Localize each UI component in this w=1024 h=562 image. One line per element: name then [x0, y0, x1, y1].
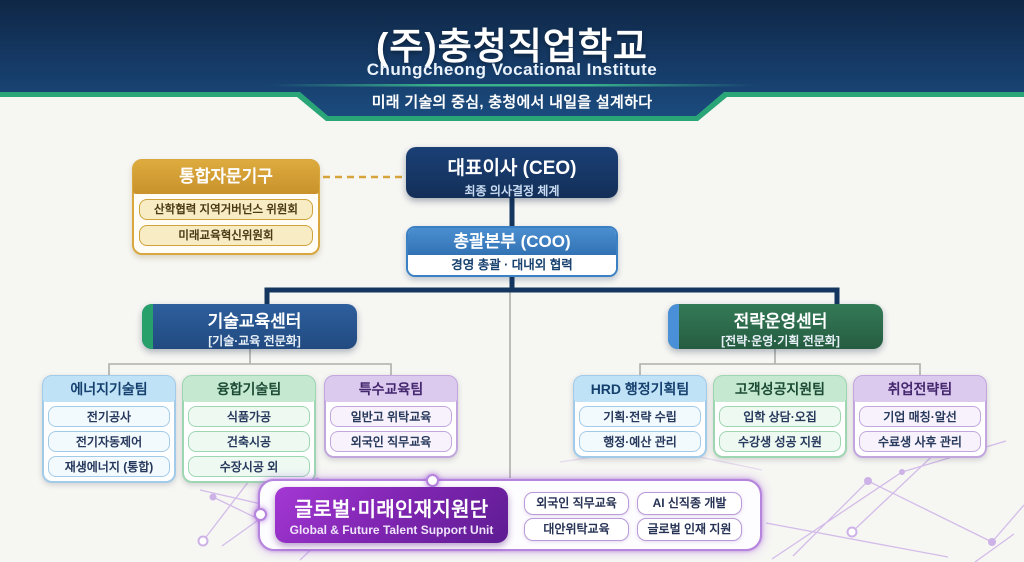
team-card-customer-success: 고객성공지원팀 입학 상담·오집 수강생 성공 지원	[713, 375, 847, 458]
team-title: 고객성공지원팀	[714, 376, 846, 402]
team-item: 일반고 위탁교육	[330, 406, 452, 427]
coo-node: 총괄본부 (COO) 경영 총괄 · 대내외 협력	[406, 226, 618, 277]
team-item: 전기공사	[48, 406, 170, 427]
team-item: 기업 매칭·알선	[859, 406, 981, 427]
team-item: 수료생 사후 관리	[859, 431, 981, 452]
center-node-tech-education: 기술교육센터 [기술·교육 전문화]	[142, 304, 357, 349]
advisory-node: 통합자문기구 산학협력 지역거버넌스 위원회 미래교육혁신위원회	[132, 159, 320, 255]
team-item: 입학 상담·오집	[719, 406, 841, 427]
global-item: 외국인 직무교육	[524, 492, 629, 515]
team-card-hrd-planning: HRD 행정기획팀 기획·전략 수립 행정·예산 관리	[573, 375, 707, 458]
header-banner-slogan: 미래 기술의 중심, 충청에서 내일을 설계하다	[371, 94, 653, 111]
global-unit-header: 글로벌·미래인재지원단 Global & Future Talent Suppo…	[275, 487, 508, 543]
team-card-energy: 에너지기술팀 전기공사 전기자동제어 재생에너지 (통합)	[42, 375, 176, 483]
global-unit-subtitle: Global & Future Talent Support Unit	[289, 523, 494, 537]
team-title: 융합기술팀	[183, 376, 315, 402]
team-item: 식품가공	[188, 406, 310, 427]
coo-title: 총괄본부 (COO)	[408, 228, 616, 255]
team-card-convergence: 융합기술팀 식품가공 건축시공 수장시공 외	[182, 375, 316, 483]
node-dot	[426, 474, 439, 487]
accent-strip	[668, 304, 679, 349]
global-unit-title: 글로벌·미래인재지원단	[294, 499, 489, 521]
header-band	[0, 0, 1024, 121]
ceo-subtitle: 최종 의사결정 체계	[464, 184, 560, 198]
global-item: 글로벌 인재 지원	[637, 518, 742, 541]
page-subtitle: Chungcheong Vocational Institute	[366, 60, 658, 79]
global-item: AI 신직종 개발	[637, 492, 742, 515]
advisory-item: 미래교육혁신위원회	[139, 225, 313, 246]
team-title: 에너지기술팀	[43, 376, 175, 402]
ceo-title: 대표이사 (CEO)	[447, 158, 577, 179]
team-title: 특수교육팀	[325, 376, 457, 402]
center-title: 전략운영센터	[733, 312, 828, 331]
coo-subtitle: 경영 총괄 · 대내외 협력	[408, 255, 616, 275]
ceo-node: 대표이사 (CEO) 최종 의사결정 체계	[406, 147, 618, 198]
team-title: HRD 행정기획팀	[574, 376, 706, 402]
center-title: 기술교육센터	[207, 312, 302, 331]
team-card-employment-strategy: 취업전략팀 기업 매칭·알선 수료생 사후 관리	[853, 375, 987, 458]
team-item: 행정·예산 관리	[579, 431, 701, 452]
team-item: 전기자동제어	[48, 431, 170, 452]
team-item: 건축시공	[188, 431, 310, 452]
team-card-special-education: 특수교육팀 일반고 위탁교육 외국인 직무교육	[324, 375, 458, 458]
center-subtitle: [전략·운영·기획 전문화]	[721, 334, 840, 348]
team-item: 기획·전략 수립	[579, 406, 701, 427]
team-item: 외국인 직무교육	[330, 431, 452, 452]
center-node-strategy-operations: 전략운영센터 [전략·운영·기획 전문화]	[668, 304, 883, 349]
team-item: 재생에너지 (통합)	[48, 456, 170, 477]
advisory-item: 산학협력 지역거버넌스 위원회	[139, 199, 313, 220]
team-item: 수강생 성공 지원	[719, 431, 841, 452]
node-dot	[254, 508, 267, 521]
center-subtitle: [기술·교육 전문화]	[208, 334, 301, 348]
advisory-title: 통합자문기구	[133, 160, 319, 194]
global-item: 대안위탁교육	[524, 518, 629, 541]
accent-strip	[142, 304, 153, 349]
team-item: 수장시공 외	[188, 456, 310, 477]
team-title: 취업전략팀	[854, 376, 986, 402]
page-title: (주)충청직업학교	[376, 26, 648, 67]
